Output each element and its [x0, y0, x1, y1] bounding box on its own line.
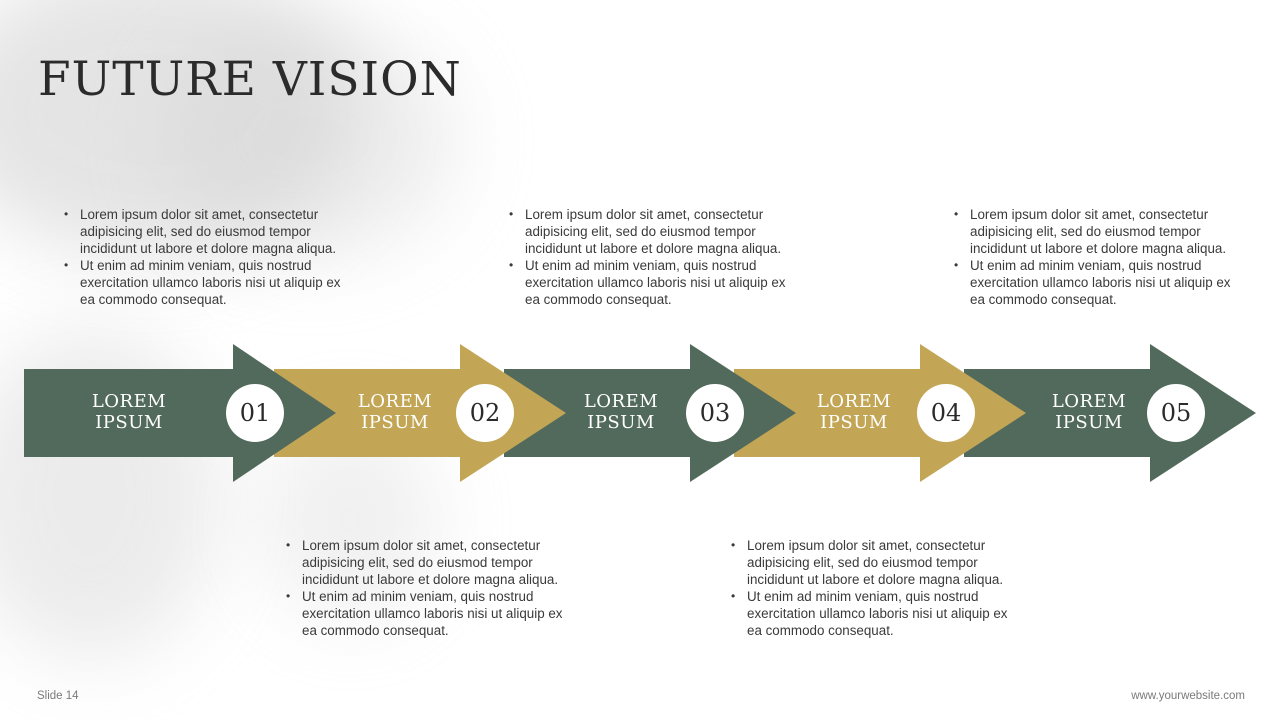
arrow-step-2: [274, 344, 566, 482]
bullet-item: Ut enim ad minim veniam, quis nostrud ex…: [951, 257, 1236, 308]
slide-number: Slide 14: [37, 690, 79, 702]
bullet-item: Ut enim ad minim veniam, quis nostrud ex…: [283, 588, 568, 639]
text-block-4: Lorem ipsum dolor sit amet, consectetur …: [728, 537, 1013, 639]
step-label-line: LOREM: [583, 391, 659, 412]
arrow-step-1: [24, 344, 336, 482]
step-label-line: LOREM: [357, 391, 433, 412]
bullet-item: Lorem ipsum dolor sit amet, consectetur …: [728, 537, 1013, 588]
step-label-4: LOREM IPSUM: [779, 391, 929, 433]
slide-title: FUTURE VISION: [38, 52, 462, 107]
text-block-1: Lorem ipsum dolor sit amet, consectetur …: [61, 206, 346, 308]
step-label-5: LOREM IPSUM: [1014, 391, 1164, 433]
step-number-2: 02: [456, 384, 514, 442]
arrow-step-5: [964, 344, 1256, 482]
step-number-4: 04: [917, 384, 975, 442]
step-label-line: IPSUM: [1055, 412, 1123, 433]
step-label-line: IPSUM: [587, 412, 655, 433]
step-number-5: 05: [1147, 384, 1205, 442]
bullet-item: Ut enim ad minim veniam, quis nostrud ex…: [61, 257, 346, 308]
bullet-item: Lorem ipsum dolor sit amet, consectetur …: [506, 206, 791, 257]
text-block-2: Lorem ipsum dolor sit amet, consectetur …: [283, 537, 568, 639]
step-label-line: LOREM: [816, 391, 892, 412]
step-label-line: LOREM: [1051, 391, 1127, 412]
bullet-item: Lorem ipsum dolor sit amet, consectetur …: [283, 537, 568, 588]
bullet-item: Lorem ipsum dolor sit amet, consectetur …: [61, 206, 346, 257]
text-block-3: Lorem ipsum dolor sit amet, consectetur …: [506, 206, 791, 308]
bullet-item: Ut enim ad minim veniam, quis nostrud ex…: [506, 257, 791, 308]
arrow-step-3: [504, 344, 796, 482]
step-number-3: 03: [686, 384, 744, 442]
arrow-step-4: [734, 344, 1026, 482]
bullet-item: Ut enim ad minim veniam, quis nostrud ex…: [728, 588, 1013, 639]
step-label-2: LOREM IPSUM: [320, 391, 470, 433]
step-label-line: IPSUM: [820, 412, 888, 433]
step-label-line: IPSUM: [95, 412, 163, 433]
text-block-5: Lorem ipsum dolor sit amet, consectetur …: [951, 206, 1236, 308]
step-label-line: IPSUM: [361, 412, 429, 433]
step-label-1: LOREM IPSUM: [54, 391, 204, 433]
step-label-line: LOREM: [91, 391, 167, 412]
website-link[interactable]: www.yourwebsite.com: [1131, 690, 1245, 702]
step-label-3: LOREM IPSUM: [546, 391, 696, 433]
bullet-item: Lorem ipsum dolor sit amet, consectetur …: [951, 206, 1236, 257]
step-number-1: 01: [226, 384, 284, 442]
